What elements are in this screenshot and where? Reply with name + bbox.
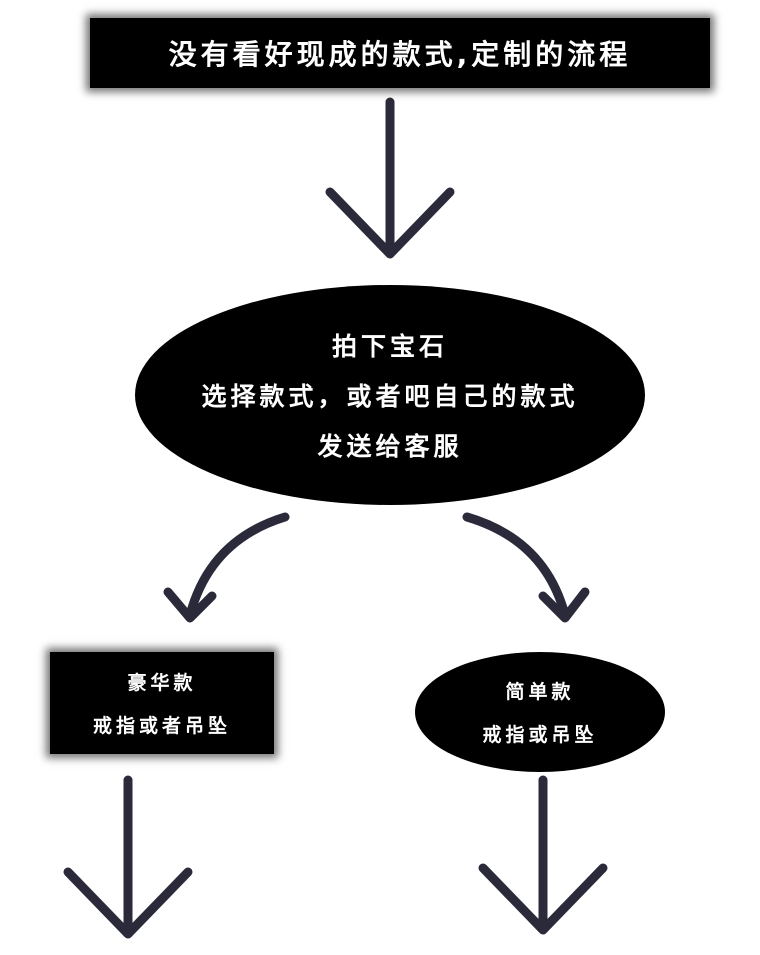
luxury-title: 豪华款: [127, 672, 197, 694]
title-box: 没有看好现成的款式,定制的流程: [90, 18, 710, 88]
simple-ellipse: 简单款 戒指或吊坠: [415, 652, 665, 772]
arrow-curved-right: [462, 512, 590, 623]
simple-desc: 戒指或吊坠: [482, 724, 598, 746]
main-step-line1: 拍下宝石: [331, 332, 448, 361]
arrow-down-left: [63, 775, 193, 939]
luxury-box: 豪华款 戒指或者吊坠: [50, 652, 274, 754]
arrow-down-right: [478, 775, 608, 935]
simple-title: 简单款: [505, 681, 575, 703]
title-text: 没有看好现成的款式,定制的流程: [168, 38, 632, 71]
arrow-down-main: [325, 97, 455, 259]
main-step-line2: 选择款式，或者吧自己的款式: [201, 382, 579, 411]
arrow-curved-left: [163, 512, 290, 623]
main-step-line3: 发送给客服: [317, 432, 463, 461]
main-step-ellipse: 拍下宝石 选择款式，或者吧自己的款式 发送给客服: [135, 285, 645, 505]
luxury-desc: 戒指或者吊坠: [92, 715, 231, 737]
